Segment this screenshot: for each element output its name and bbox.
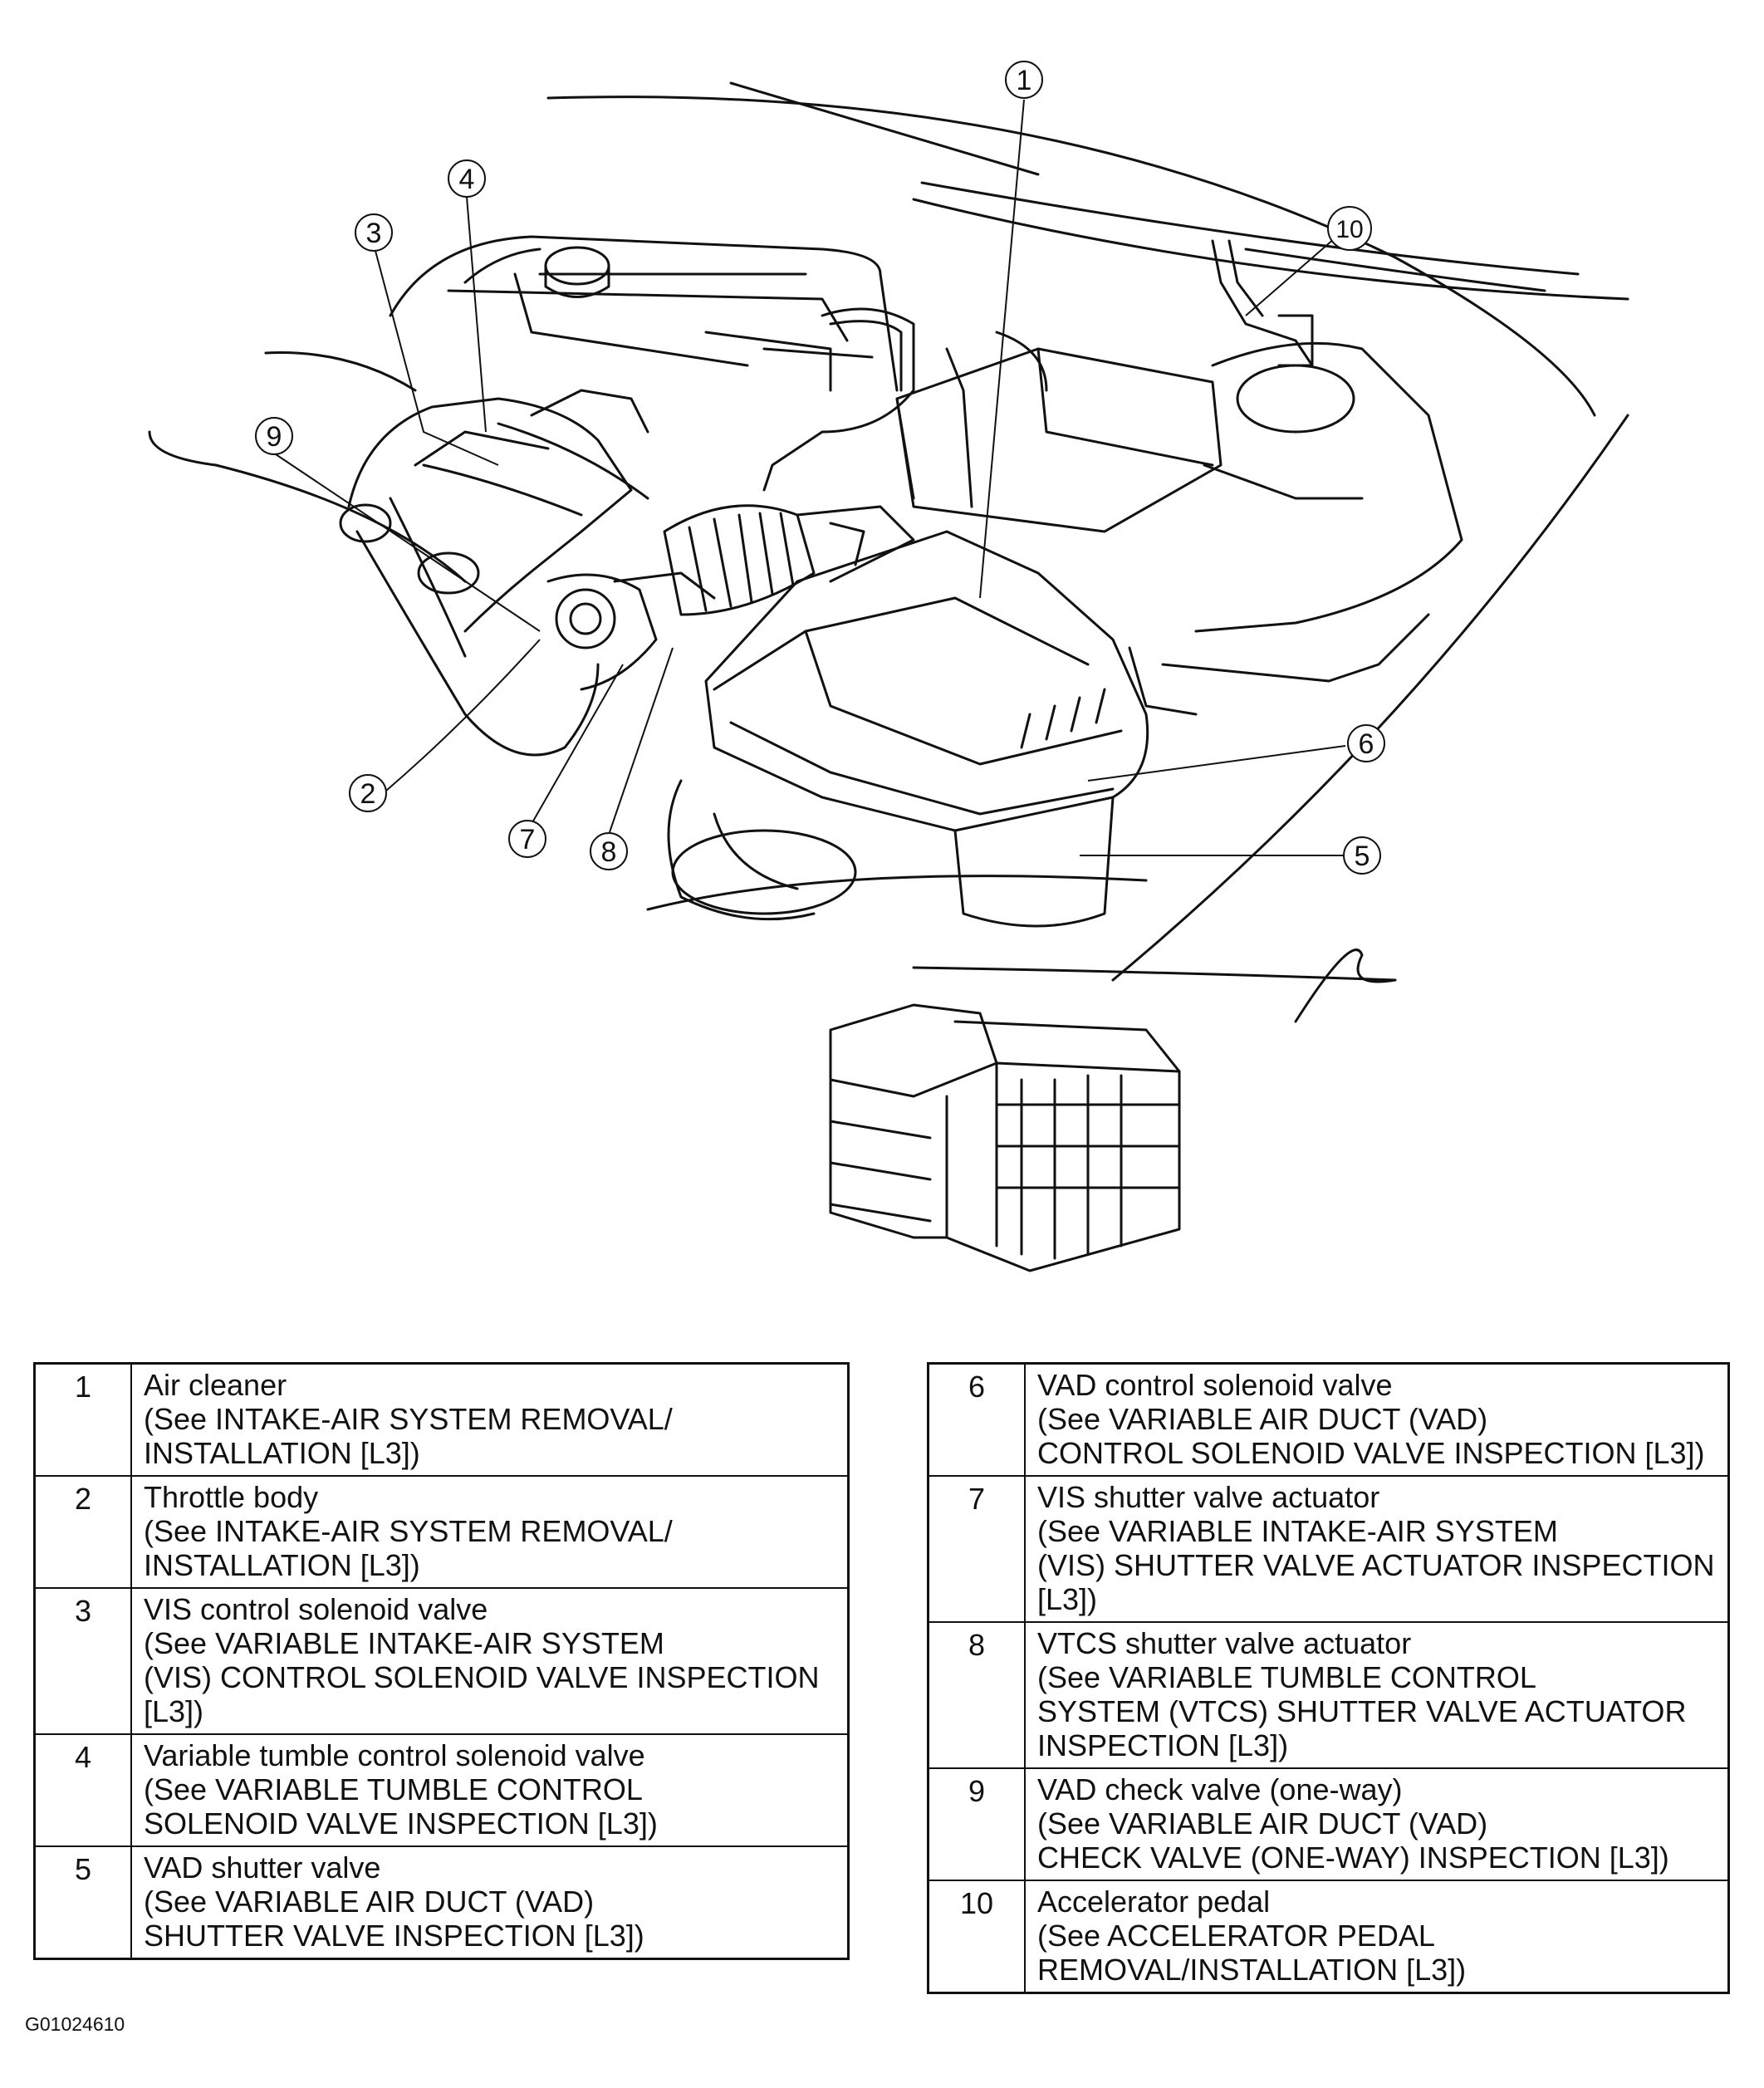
legend-item-line: INSTALLATION [L3]) [144, 1548, 420, 1582]
legend-item-line: SYSTEM (VTCS) SHUTTER VALVE ACTUATOR [1037, 1694, 1687, 1728]
svg-text:2: 2 [360, 778, 376, 810]
legend-item-description: VAD shutter valve(See VARIABLE AIR DUCT … [130, 1845, 850, 1960]
legend-item-description: Throttle body(See INTAKE-AIR SYSTEM REMO… [130, 1475, 850, 1589]
legend-item-line: [L3]) [144, 1694, 204, 1728]
callout-8: 8 [590, 832, 628, 870]
engine-bay-linework [148, 81, 1629, 1272]
svg-text:6: 6 [1359, 728, 1374, 760]
callout-5: 5 [1343, 836, 1381, 875]
legend-item-number: 7 [927, 1475, 1026, 1623]
legend-item-line: (See INTAKE-AIR SYSTEM REMOVAL/ [144, 1402, 673, 1436]
legend-item-line: (See ACCELERATOR PEDAL [1037, 1919, 1435, 1953]
figure-id: G01024610 [25, 2013, 125, 2035]
legend-item-description: Air cleaner(See INTAKE-AIR SYSTEM REMOVA… [130, 1362, 850, 1477]
legend-item-line: Throttle body [144, 1480, 319, 1514]
svg-text:5: 5 [1355, 841, 1370, 872]
legend-item-number: 4 [33, 1733, 132, 1847]
legend-item-line: (See VARIABLE TUMBLE CONTROL [1037, 1660, 1536, 1694]
legend-item-number: 8 [927, 1621, 1026, 1769]
legend-item-number: 6 [927, 1362, 1026, 1477]
legend-item-description: VAD control solenoid valve(See VARIABLE … [1024, 1362, 1730, 1477]
legend-item-line: (See VARIABLE TUMBLE CONTROL [144, 1772, 643, 1806]
callout-3: 3 [355, 213, 393, 252]
legend-item-line: VAD control solenoid valve [1037, 1368, 1393, 1402]
engine-bay-diagram: 1 2 3 4 5 6 7 8 9 10 [148, 61, 1629, 1272]
legend-item-line: CONTROL SOLENOID VALVE INSPECTION [L3]) [1037, 1436, 1705, 1470]
legend-item-line: (See VARIABLE INTAKE-AIR SYSTEM [1037, 1514, 1558, 1548]
legend-item-number: 10 [927, 1880, 1026, 1994]
callout-4: 4 [448, 159, 486, 198]
callout-leaders [275, 99, 1346, 856]
legend-item-line: INSTALLATION [L3]) [144, 1436, 420, 1470]
legend-item-line: (See VARIABLE AIR DUCT (VAD) [1037, 1806, 1488, 1840]
callout-9: 9 [255, 417, 293, 455]
legend-item-description: VTCS shutter valve actuator(See VARIABLE… [1024, 1621, 1730, 1769]
legend-item-number: 2 [33, 1475, 132, 1589]
callout-10: 10 [1327, 206, 1372, 251]
legend-item-line: VAD shutter valve [144, 1850, 381, 1885]
legend-item-number: 9 [927, 1767, 1026, 1881]
legend-item-line: (See VARIABLE AIR DUCT (VAD) [144, 1885, 595, 1919]
callout-1: 1 [1005, 61, 1043, 99]
legend-item-description: VIS shutter valve actuator(See VARIABLE … [1024, 1475, 1730, 1623]
legend-item-line: VIS shutter valve actuator [1037, 1480, 1380, 1514]
callout-2: 2 [349, 774, 387, 812]
svg-text:9: 9 [267, 421, 282, 453]
svg-text:4: 4 [459, 164, 475, 195]
legend-item-line: (See VARIABLE AIR DUCT (VAD) [1037, 1402, 1488, 1436]
legend-item-description: Variable tumble control solenoid valve(S… [130, 1733, 850, 1847]
legend-item-line: SOLENOID VALVE INSPECTION [L3]) [144, 1806, 658, 1840]
legend-item-line: CHECK VALVE (ONE-WAY) INSPECTION [L3]) [1037, 1840, 1669, 1875]
legend-item-line: Air cleaner [144, 1368, 287, 1402]
legend-item-description: VAD check valve (one-way)(See VARIABLE A… [1024, 1767, 1730, 1881]
callout-6: 6 [1347, 724, 1385, 762]
legend-item-number: 3 [33, 1587, 132, 1735]
legend-item-line: SHUTTER VALVE INSPECTION [L3]) [144, 1919, 644, 1953]
svg-text:7: 7 [520, 824, 536, 855]
svg-text:8: 8 [601, 836, 617, 868]
legend-item-line: REMOVAL/INSTALLATION [L3]) [1037, 1953, 1467, 1987]
legend-item-line: Accelerator pedal [1037, 1885, 1271, 1919]
legend-item-line: [L3]) [1037, 1582, 1098, 1616]
legend-item-line: INSPECTION [L3]) [1037, 1728, 1289, 1762]
legend-item-line: (See VARIABLE INTAKE-AIR SYSTEM [144, 1626, 664, 1660]
legend-item-line: VTCS shutter valve actuator [1037, 1626, 1412, 1660]
legend-item-line: (VIS) SHUTTER VALVE ACTUATOR INSPECTION [1037, 1548, 1715, 1582]
svg-text:1: 1 [1017, 65, 1032, 96]
legend-item-line: Variable tumble control solenoid valve [144, 1738, 645, 1772]
callout-7: 7 [508, 820, 546, 858]
legend-item-line: (VIS) CONTROL SOLENOID VALVE INSPECTION [144, 1660, 820, 1694]
svg-text:10: 10 [1335, 216, 1363, 243]
legend-item-line: VAD check valve (one-way) [1037, 1772, 1403, 1806]
legend-item-number: 5 [33, 1845, 132, 1960]
legend-item-number: 1 [33, 1362, 132, 1477]
svg-text:3: 3 [366, 218, 382, 249]
legend-item-line: (See INTAKE-AIR SYSTEM REMOVAL/ [144, 1514, 673, 1548]
legend-item-description: VIS control solenoid valve(See VARIABLE … [130, 1587, 850, 1735]
legend-item-line: VIS control solenoid valve [144, 1592, 488, 1626]
